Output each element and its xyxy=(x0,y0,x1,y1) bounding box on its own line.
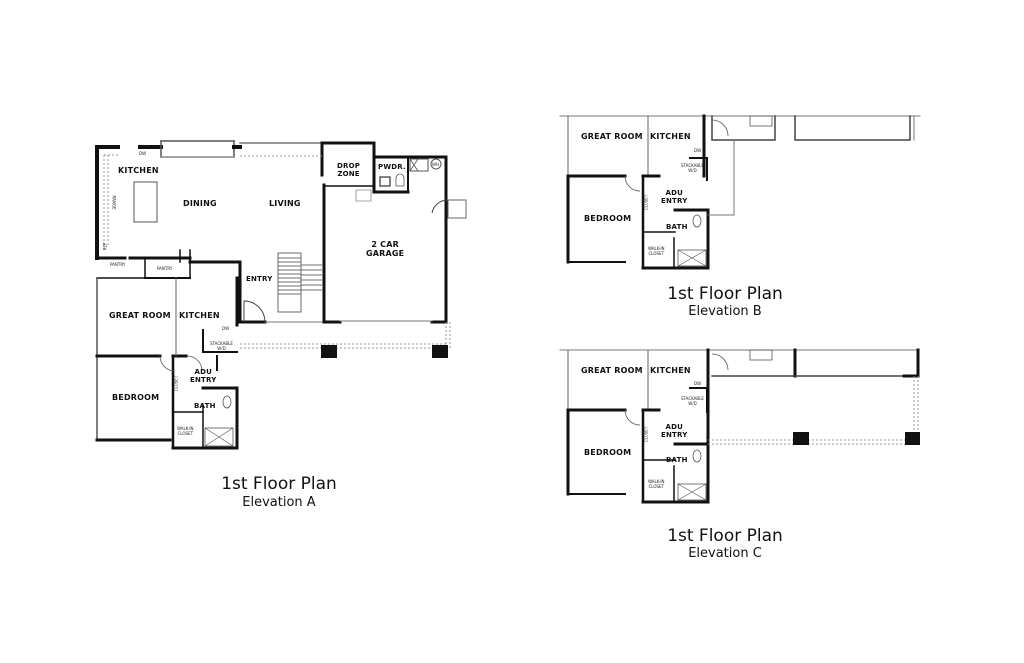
room-label-bath: BATH xyxy=(666,456,688,464)
label-dw-main: DW xyxy=(139,151,147,156)
label-walk-in-closet: WALK-IN CLOSET xyxy=(648,479,665,489)
plan-title: 1st Floor Plan xyxy=(667,284,783,304)
room-label-adu-entry: ADU ENTRY xyxy=(661,423,688,439)
room-label-great-room: GREAT ROOM xyxy=(581,366,643,375)
room-label-pantry-2: PANTRY xyxy=(157,266,173,271)
room-label-bedroom: BEDROOM xyxy=(584,448,632,457)
plan-subtitle: Elevation C xyxy=(688,546,762,561)
room-label-kitchen-adu: KITCHEN xyxy=(179,311,220,320)
room-label-great-room: GREAT ROOM xyxy=(581,132,643,141)
room-label-kitchen-adu: KITCHEN xyxy=(650,132,691,141)
plan-subtitle: Elevation B xyxy=(688,304,762,319)
room-label-adu-entry: ADU ENTRY xyxy=(190,368,217,384)
label-stackable-wd: STACKABLE W/D xyxy=(681,163,704,173)
plan-subtitle: Elevation A xyxy=(242,495,316,510)
label-dw-adu: DW xyxy=(694,381,702,386)
room-label-adu-entry: ADU ENTRY xyxy=(661,189,688,205)
room-label-pantry-1: PANTRY xyxy=(110,262,126,267)
room-label-entry: ENTRY xyxy=(246,275,273,283)
room-label-bedroom: BEDROOM xyxy=(584,214,632,223)
room-label-powder: PWDR. xyxy=(378,163,406,171)
label-water-heater: WH xyxy=(432,162,439,167)
room-label-bath: BATH xyxy=(194,402,216,410)
room-label-bedroom: BEDROOM xyxy=(112,393,160,402)
label-walk-in-closet: WALK-IN CLOSET xyxy=(648,246,665,256)
room-label-drop-zone: DROP ZONE xyxy=(337,162,361,178)
room-label-living: LIVING xyxy=(269,199,301,208)
plan-title: 1st Floor Plan xyxy=(221,474,337,494)
room-label-garage: 2 CAR GARAGE xyxy=(366,240,405,258)
room-label-great-room: GREAT ROOM xyxy=(109,311,171,320)
plan-title: 1st Floor Plan xyxy=(667,526,783,546)
label-walk-in-closet: WALK-IN CLOSET xyxy=(177,426,194,436)
label-dw-adu: DW xyxy=(222,326,230,331)
room-label-dining: DINING xyxy=(183,199,217,208)
room-label-kitchen: KITCHEN xyxy=(118,166,159,175)
room-label-bath: BATH xyxy=(666,223,688,231)
label-stackable-wd: STACKABLE W/D xyxy=(210,341,233,351)
label-stackable-wd: STACKABLE W/D xyxy=(681,396,704,406)
label-closet: CLOSET xyxy=(643,426,649,443)
label-dw-adu: DW xyxy=(694,148,702,153)
room-label-kitchen-adu: KITCHEN xyxy=(650,366,691,375)
